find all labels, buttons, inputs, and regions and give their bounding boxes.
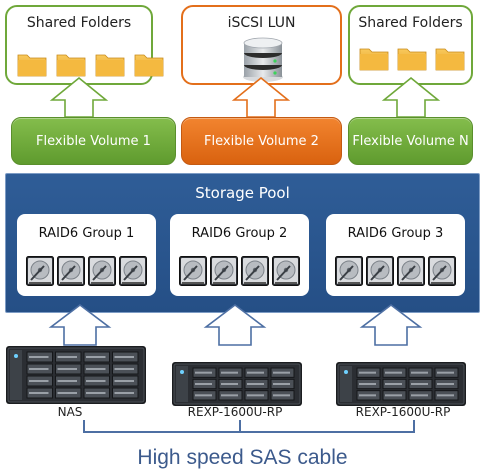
rexp-device-2 — [336, 362, 466, 406]
hard-drive-icon — [179, 256, 207, 286]
hard-drive-icon — [119, 256, 147, 286]
hdd-row — [335, 256, 456, 286]
hard-drive-icon — [335, 256, 363, 286]
volume-label: Flexible Volume 1 — [36, 133, 151, 149]
hard-drive-icon — [241, 256, 269, 286]
folder-row — [358, 45, 466, 71]
flexible-volume-n: Flexible Volume N — [348, 117, 473, 165]
up-arrow-icon — [359, 303, 423, 346]
sas-cable-caption: High speed SAS cable — [137, 446, 348, 469]
box-title: Shared Folders — [26, 15, 132, 31]
hdd-row — [26, 256, 147, 286]
flexible-volume-1: Flexible Volume 1 — [11, 117, 176, 165]
volume-label: Flexible Volume N — [352, 133, 469, 149]
box-title: iSCSI LUN — [227, 15, 296, 31]
folder-icon — [56, 54, 86, 77]
folder-row — [17, 51, 164, 77]
iscsi-lun-box: iSCSI LUN — [181, 5, 342, 85]
hard-drive-icon — [57, 256, 85, 286]
device-label-rexp-2: REXP-1600U-RP — [355, 405, 451, 419]
raid-group-3: RAID6 Group 3 — [326, 214, 465, 296]
raid-group-2: RAID6 Group 2 — [170, 214, 309, 296]
folder-icon — [17, 54, 47, 77]
storage-pool: Storage Pool RAID6 Group 1 RAID6 Group 2… — [5, 173, 480, 313]
raid-group-title: RAID6 Group 1 — [38, 226, 135, 241]
hard-drive-icon — [88, 256, 116, 286]
up-arrow-icon — [203, 303, 267, 346]
device-label-rexp-1: REXP-1600U-RP — [187, 405, 283, 419]
database-icon — [243, 37, 283, 82]
hard-drive-icon — [272, 256, 300, 286]
device-label-nas: NAS — [57, 405, 83, 419]
folder-icon — [397, 48, 427, 71]
hard-drive-icon — [210, 256, 238, 286]
hard-drive-icon — [428, 256, 456, 286]
folder-icon — [435, 48, 465, 71]
nas-device — [6, 346, 146, 404]
raid-group-1: RAID6 Group 1 — [17, 214, 156, 296]
volume-label: Flexible Volume 2 — [204, 133, 319, 149]
storage-pool-title: Storage Pool — [195, 184, 290, 202]
folder-icon — [134, 54, 164, 77]
flexible-volume-2: Flexible Volume 2 — [181, 117, 342, 165]
hard-drive-icon — [26, 256, 54, 286]
hard-drive-icon — [397, 256, 425, 286]
shared-folders-box-1: Shared Folders — [5, 5, 164, 85]
folder-icon — [359, 48, 389, 71]
shared-folders-box-2: Shared Folders — [348, 5, 473, 85]
rexp-device-1 — [172, 362, 302, 406]
up-arrow-icon — [48, 303, 112, 346]
raid-group-title: RAID6 Group 2 — [191, 226, 288, 241]
raid-group-title: RAID6 Group 3 — [347, 226, 444, 241]
folder-icon — [95, 54, 125, 77]
hdd-row — [179, 256, 300, 286]
hard-drive-icon — [366, 256, 394, 286]
box-title: Shared Folders — [358, 15, 463, 31]
